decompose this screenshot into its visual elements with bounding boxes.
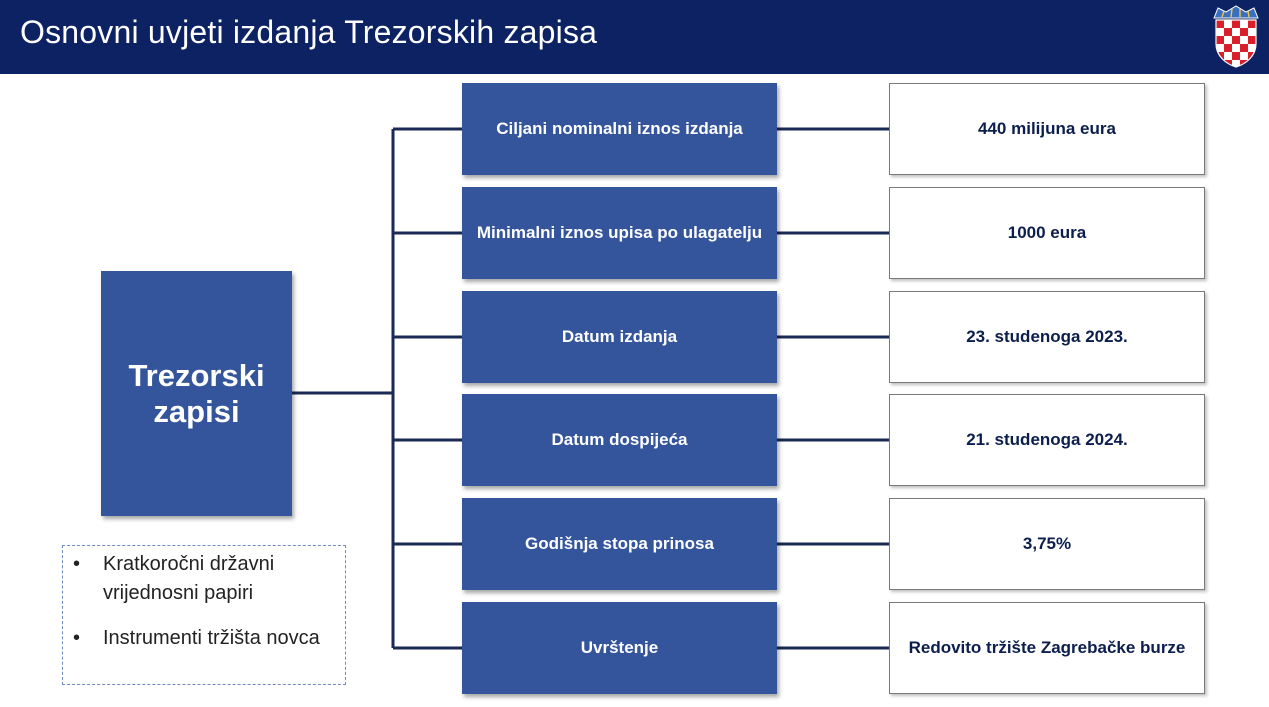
page-title: Osnovni uvjeti izdanja Trezorskih zapisa [20, 14, 598, 50]
term-value-box: 3,75% [889, 498, 1205, 590]
note-item: Instrumenti tržišta novca [63, 624, 373, 653]
main-topic-label: Trezorski zapisi [128, 357, 265, 429]
note-box: Kratkoročni državni vrijednosni papiri I… [62, 545, 346, 685]
note-item: Kratkoročni državni vrijednosni papiri [63, 550, 373, 608]
term-label-box: Ciljani nominalni iznos izdanja [462, 83, 777, 175]
term-label-box: Minimalni iznos upisa po ulagatelju [462, 187, 777, 279]
term-value-box: Redovito tržište Zagrebačke burze [889, 602, 1205, 694]
term-label-box: Datum izdanja [462, 291, 777, 383]
croatian-coat-of-arms-icon [1213, 5, 1259, 68]
main-topic-box: Trezorski zapisi [101, 271, 292, 516]
term-value-box: 21. studenoga 2024. [889, 394, 1205, 486]
slide-header: Osnovni uvjeti izdanja Trezorskih zapisa [0, 0, 1269, 74]
term-value-box: 1000 eura [889, 187, 1205, 279]
term-value-box: 23. studenoga 2023. [889, 291, 1205, 383]
term-label-box: Godišnja stopa prinosa [462, 498, 777, 590]
term-value-box: 440 milijuna eura [889, 83, 1205, 175]
term-label-box: Uvrštenje [462, 602, 777, 694]
term-label-box: Datum dospijeća [462, 394, 777, 486]
